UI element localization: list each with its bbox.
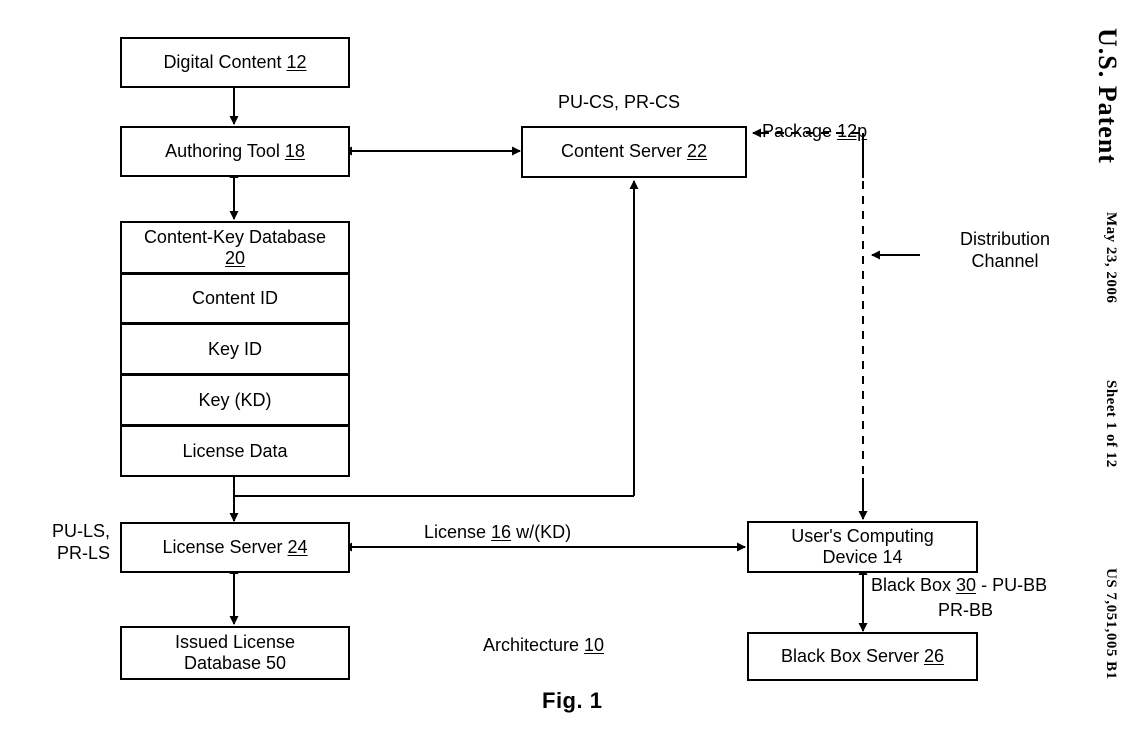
- db-row-label: Key ID: [207, 338, 263, 359]
- db-row-key-id[interactable]: Key ID: [120, 324, 350, 375]
- annotation-black-box-30: Black Box 30 - PU-BB: [871, 575, 1048, 595]
- db-row-key-kd[interactable]: Key (KD): [120, 375, 350, 426]
- box-authoring-tool[interactable]: Authoring Tool 18: [120, 126, 350, 177]
- margin-sheet-number: Sheet 1 of 12: [1103, 380, 1119, 468]
- box-authoring-tool-label: Authoring Tool 18: [165, 140, 305, 161]
- annotation-license-server-keys: PU-LS,PR-LS: [51, 521, 110, 563]
- box-license-server[interactable]: License Server 24: [120, 522, 350, 573]
- db-row-label: License Data: [182, 440, 288, 461]
- box-black-box-server-label: Black Box Server 26: [780, 645, 945, 666]
- box-black-box-server[interactable]: Black Box Server 26: [747, 632, 978, 681]
- db-row-label: Content ID: [191, 288, 279, 309]
- box-content-server[interactable]: Content Server 22: [521, 126, 747, 178]
- db-row-label: Key (KD): [198, 389, 272, 410]
- db-row-content-id[interactable]: Content ID: [120, 274, 350, 324]
- db-row-license-data[interactable]: License Data: [120, 426, 350, 477]
- margin-patent-title: U.S. Patent: [1093, 28, 1122, 164]
- annotation-content-server-keys: PU-CS, PR-CS: [558, 92, 681, 112]
- annotation-black-box-pr-bb: PR-BB: [938, 600, 994, 620]
- margin-patent-date: May 23, 2006: [1103, 212, 1119, 304]
- annotation-package-12p: Package 12p: [762, 121, 868, 141]
- figure-caption: Fig. 1: [542, 688, 603, 713]
- box-digital-content-label: Digital Content 12: [163, 51, 307, 72]
- annotation-license-16-wkd: License 16 w/(KD): [424, 522, 572, 542]
- margin-patent-number: US 7,051,005 B1: [1103, 568, 1119, 680]
- wire-package-distribution-channel: [752, 128, 864, 519]
- annotation-architecture-10: Architecture 10: [483, 635, 605, 655]
- box-content-server-label: Content Server 22: [560, 141, 708, 162]
- box-license-server-label: License Server 24: [162, 536, 308, 557]
- box-digital-content[interactable]: Digital Content 12: [120, 37, 350, 88]
